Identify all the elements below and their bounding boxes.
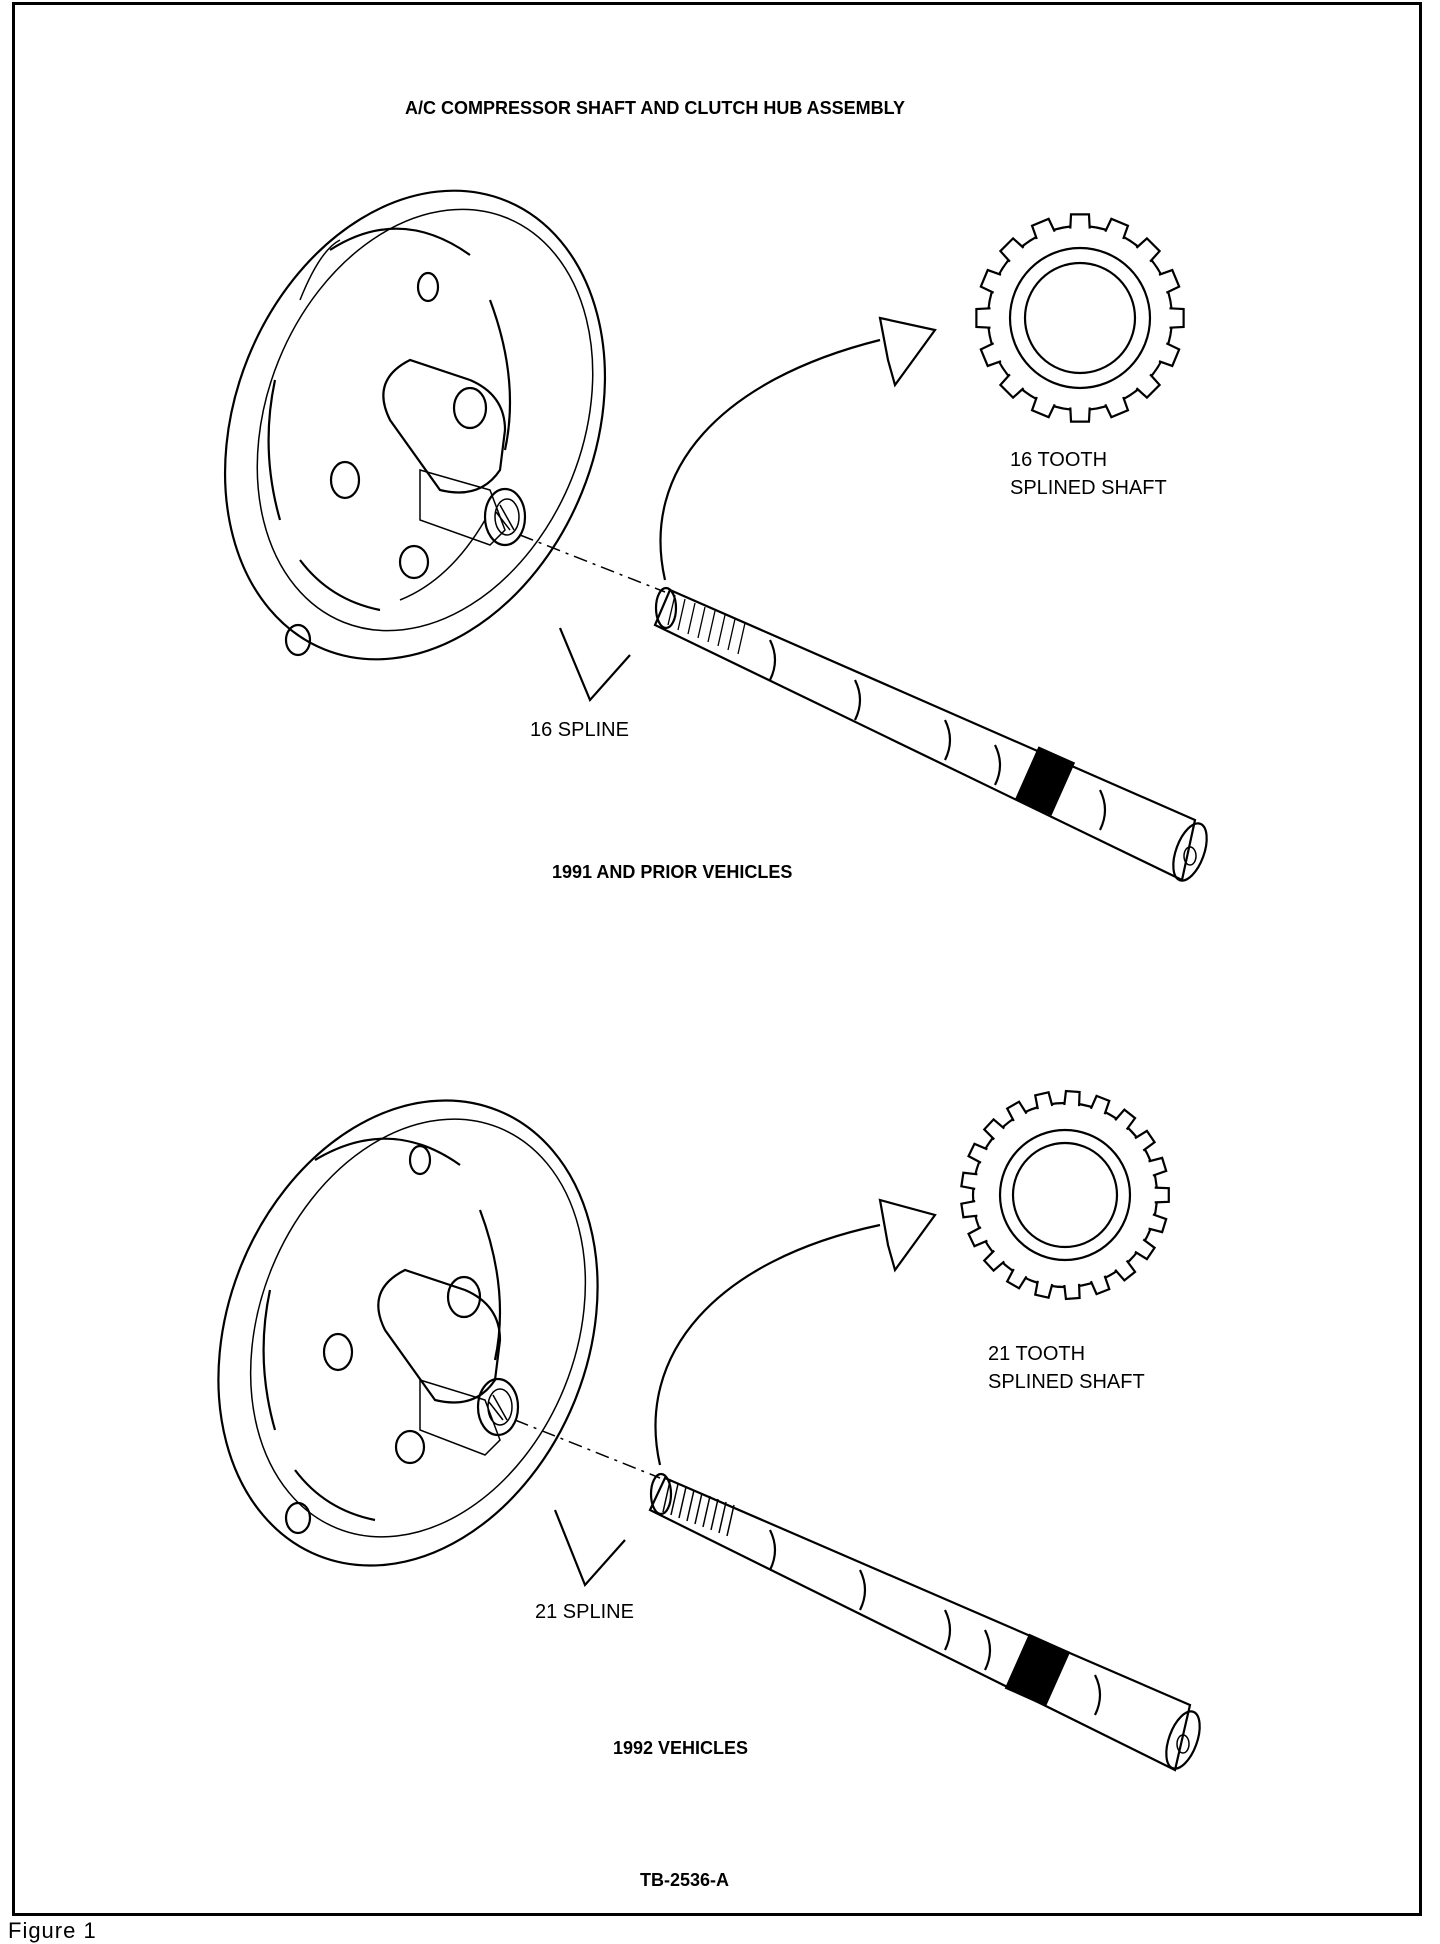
gear-tooth [1005, 1268, 1028, 1290]
lower-splined-shaft [514, 1419, 1201, 1772]
gear-tooth [1114, 1108, 1137, 1131]
upper-splined-shaft [519, 534, 1208, 882]
document-id: TB-2536-A [640, 1870, 730, 1890]
gear-tooth [1063, 1089, 1081, 1107]
gear-tooth [967, 1226, 988, 1248]
gear-tooth [1089, 1094, 1111, 1115]
upper-tooth-label-line2: SPLINED SHAFT [1010, 477, 1167, 499]
gear-tooth [1114, 1259, 1137, 1282]
gear-tooth [975, 307, 991, 329]
gear-tooth [1104, 217, 1130, 240]
gear-tooth [1134, 1238, 1157, 1261]
lower-caption: 1992 VEHICLES [613, 1738, 749, 1758]
gear-tooth [1158, 268, 1181, 294]
gear-tooth [1033, 1090, 1054, 1110]
gear-tooth [1148, 1156, 1168, 1177]
gear-tooth [960, 1171, 978, 1191]
gear-tooth [979, 342, 1002, 368]
lower-clutch-hub-plate [217, 1099, 599, 1567]
upper-clutch-hub-plate [223, 189, 607, 661]
gear-tooth [1063, 1283, 1081, 1301]
figure-frame [12, 2, 1422, 1916]
upper-caption: 1991 AND PRIOR VEHICLES [552, 862, 793, 882]
gear-tooth [1169, 307, 1185, 329]
lower-spline-label: 21 SPLINE [535, 1601, 634, 1623]
gear-tooth [960, 1199, 978, 1219]
gear-tooth [979, 268, 1002, 294]
gear-tooth [1030, 396, 1056, 419]
gear-tooth [982, 1249, 1005, 1273]
gear-tooth [982, 1117, 1005, 1141]
upper-curved-arrow [558, 316, 937, 703]
gear-tooth [1148, 1213, 1168, 1234]
upper-tooth-label-line1: 16 TOOTH [1010, 449, 1108, 471]
gear-tooth [1104, 396, 1130, 419]
figure-caption: Figure 1 [8, 1918, 97, 1943]
gear-tooth [1158, 342, 1181, 368]
lower-tooth-label-line1: 21 TOOTH [988, 1343, 1086, 1365]
gear-tooth [1005, 1100, 1028, 1122]
gear-tooth [1069, 407, 1091, 423]
gear-tooth [1033, 1280, 1054, 1300]
lower-curved-arrow [553, 1198, 937, 1588]
gear-tooth [1030, 217, 1056, 240]
gear-tooth [1069, 213, 1091, 229]
upper-16-tooth-gear [975, 213, 1185, 423]
gear-tooth [967, 1142, 988, 1164]
diagram-title: A/C COMPRESSOR SHAFT AND CLUTCH HUB ASSE… [405, 98, 906, 118]
gear-tooth [1089, 1275, 1111, 1296]
lower-21-tooth-gear [960, 1089, 1170, 1301]
gear-tooth [1135, 236, 1162, 263]
gear-tooth [998, 236, 1025, 263]
gear-tooth [998, 373, 1025, 400]
gear-tooth [1134, 1129, 1157, 1152]
gear-tooth [1154, 1186, 1170, 1204]
gear-tooth [1135, 373, 1162, 400]
upper-spline-label: 16 SPLINE [530, 719, 629, 741]
lower-tooth-label-line2: SPLINED SHAFT [988, 1371, 1145, 1393]
